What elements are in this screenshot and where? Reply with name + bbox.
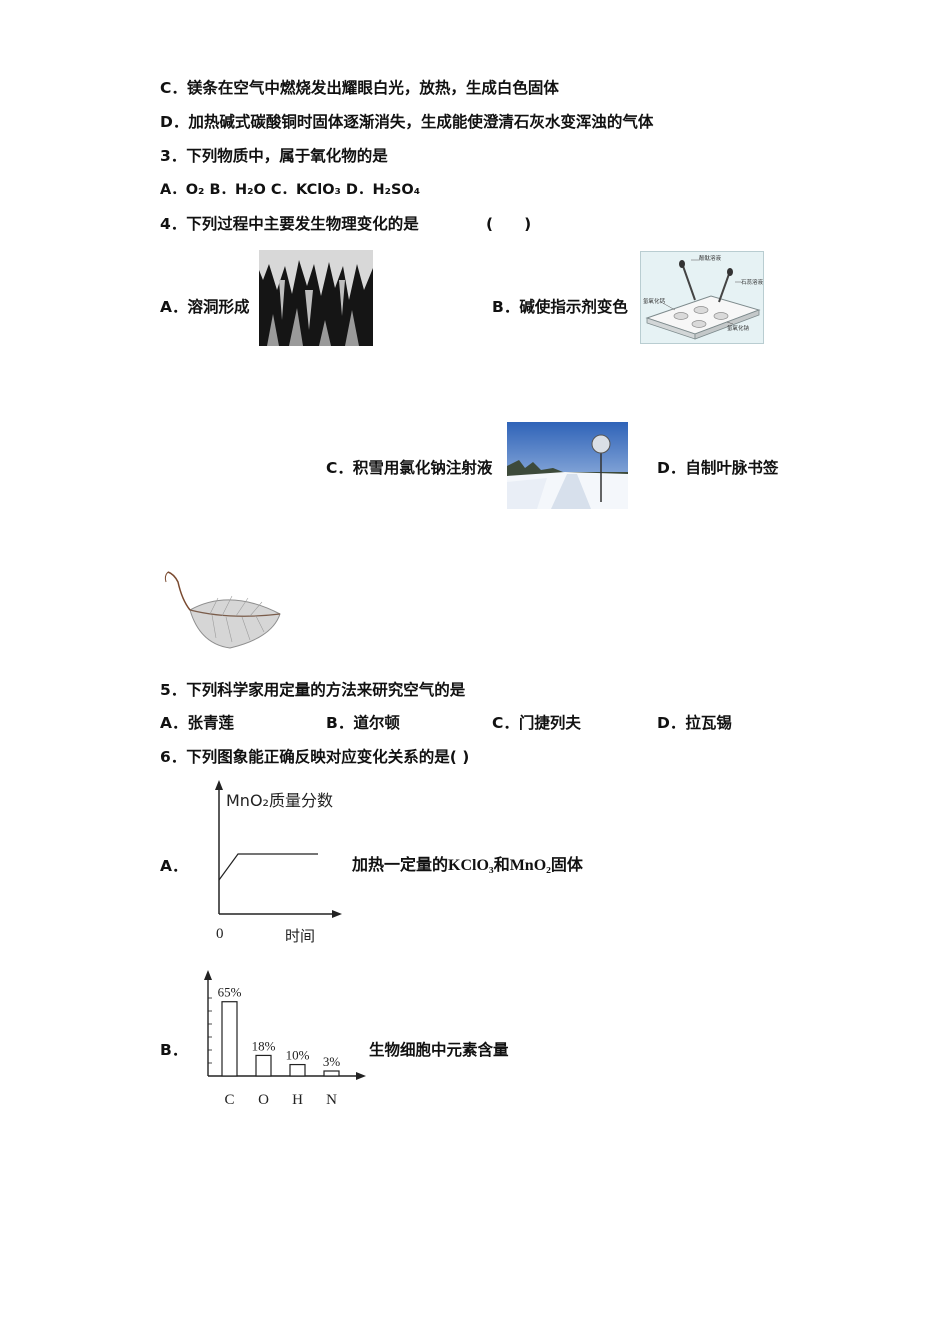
- chart-b-category-label: H: [292, 1092, 303, 1108]
- q5-stem: 5．下列科学家用定量的方法来研究空气的是: [160, 681, 466, 699]
- chart-b-value-label: 65%: [218, 985, 242, 1000]
- q3-options: A．O₂ B．H₂O C．KClO₃ D．H₂SO₄: [160, 182, 421, 198]
- plate-label-left: 氢氧化钙: [643, 299, 666, 305]
- chart-b-bar-O: [255, 1054, 272, 1077]
- q6b-description: 生物细胞中元素含量: [369, 1041, 509, 1059]
- chart-a-xlabel: 时间: [285, 927, 316, 945]
- chart-a-ylabel: MnO₂质量分数: [226, 791, 333, 810]
- chart-b-category-label: O: [258, 1092, 269, 1108]
- chart-a-origin: 0: [216, 926, 224, 942]
- chart-b-value-label: 10%: [286, 1048, 310, 1063]
- q5-option-d: D．拉瓦锡: [657, 714, 732, 732]
- plate-label-top: 酚酞溶液: [699, 256, 722, 262]
- q6b-label: B．: [160, 1041, 188, 1059]
- plate-label-bottom: 氢氧化钠: [727, 326, 750, 332]
- q4-option-c: C．积雪用氯化钠注射液: [326, 459, 493, 477]
- q6a-label: A．: [160, 857, 188, 875]
- q6a-description: 加热一定量的KClO₃和MnO₂固体: [352, 857, 583, 874]
- q2-option-c: C．镁条在空气中燃烧发出耀眼白光，放热，生成白色固体: [160, 79, 559, 97]
- chart-b-category-label: N: [326, 1092, 337, 1108]
- cave-photo: [259, 250, 373, 346]
- chart-a-curve: [218, 853, 318, 881]
- q5-option-b: B．道尔顿: [326, 714, 400, 732]
- chart-b-value-label: 18%: [252, 1038, 276, 1053]
- q4-option-a: A．溶洞形成: [160, 298, 250, 316]
- chart-b: 65% C 18% O 10% H 3% N: [204, 970, 366, 1108]
- spot-plate-diagram: 酚酞溶液 石蕊溶液 氢氧化钙 氢氧化钠: [640, 251, 764, 344]
- chart-b-value-label: 3%: [323, 1054, 341, 1069]
- q5-option-a: A．张青莲: [160, 714, 234, 732]
- chart-b-x-arrow: [356, 1072, 366, 1080]
- q4-option-b: B．碱使指示剂变色: [492, 298, 628, 316]
- chart-a-axes: [215, 780, 342, 918]
- leaf-skeleton-photo: [160, 568, 292, 664]
- q5-option-c: C．门捷列夫: [492, 714, 581, 732]
- snow-road-photo: [507, 422, 628, 509]
- chart-b-bar-N: [323, 1070, 340, 1077]
- q2-option-d: D．加热碱式碳酸铜时固体逐渐消失，生成能使澄清石灰水变浑浊的气体: [160, 113, 654, 131]
- q6-stem: 6．下列图象能正确反映对应变化关系的是( ): [160, 748, 470, 766]
- q4-stem: 4．下列过程中主要发生物理变化的是: [160, 215, 419, 233]
- plate-label-right: 石蕊溶液: [741, 280, 764, 286]
- q4-option-d: D．自制叶脉书签: [657, 459, 779, 477]
- q4-paren: ( ): [486, 215, 532, 233]
- chart-b-category-label: C: [224, 1092, 234, 1108]
- chart-b-bar-H: [289, 1063, 306, 1077]
- chart-b-bar-C: [221, 1001, 238, 1077]
- q3-stem: 3．下列物质中，属于氧化物的是: [160, 147, 388, 165]
- chart-b-y-arrow: [204, 970, 212, 980]
